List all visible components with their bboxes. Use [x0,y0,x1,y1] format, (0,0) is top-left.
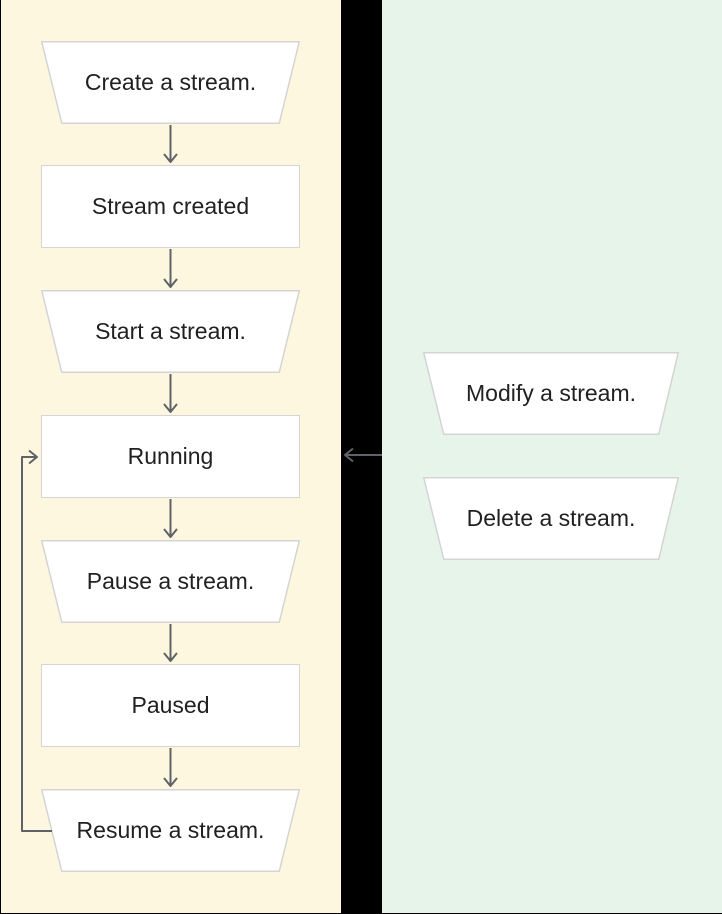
node-pause-a-stream: Pause a stream. [41,540,300,623]
trapezoid-shape [423,352,679,435]
node-stream-created: Stream created [41,165,300,248]
node-label: Start a stream. [95,318,246,344]
node-label: Paused [131,692,210,718]
node-paused: Paused [41,664,300,747]
node-label: Pause a stream. [86,568,255,594]
node-start-a-stream: Start a stream. [41,290,300,373]
node-create-a-stream: Create a stream. [41,41,300,124]
node-label: Modify a stream. [466,380,636,406]
node-delete-a-stream: Delete a stream. [423,477,679,560]
lifecycle-panel: Create a stream. Stream created Start a … [1,0,341,913]
trapezoid-shape [41,290,300,373]
node-label: Resume a stream. [76,817,265,843]
actions-panel: Modify a stream. Delete a stream. [382,0,722,913]
arrow-actions-to-running [344,447,382,463]
node-label: Create a stream. [84,69,257,95]
trapezoid-shape [41,789,300,872]
node-label: Running [127,443,214,469]
trapezoid-shape [41,540,300,623]
node-resume-a-stream: Resume a stream. [41,789,300,872]
node-label: Delete a stream. [466,505,636,531]
node-label: Stream created [91,193,250,219]
trapezoid-shape [41,41,300,124]
node-running: Running [41,415,300,498]
node-modify-a-stream: Modify a stream. [423,352,679,435]
trapezoid-shape [423,477,679,560]
